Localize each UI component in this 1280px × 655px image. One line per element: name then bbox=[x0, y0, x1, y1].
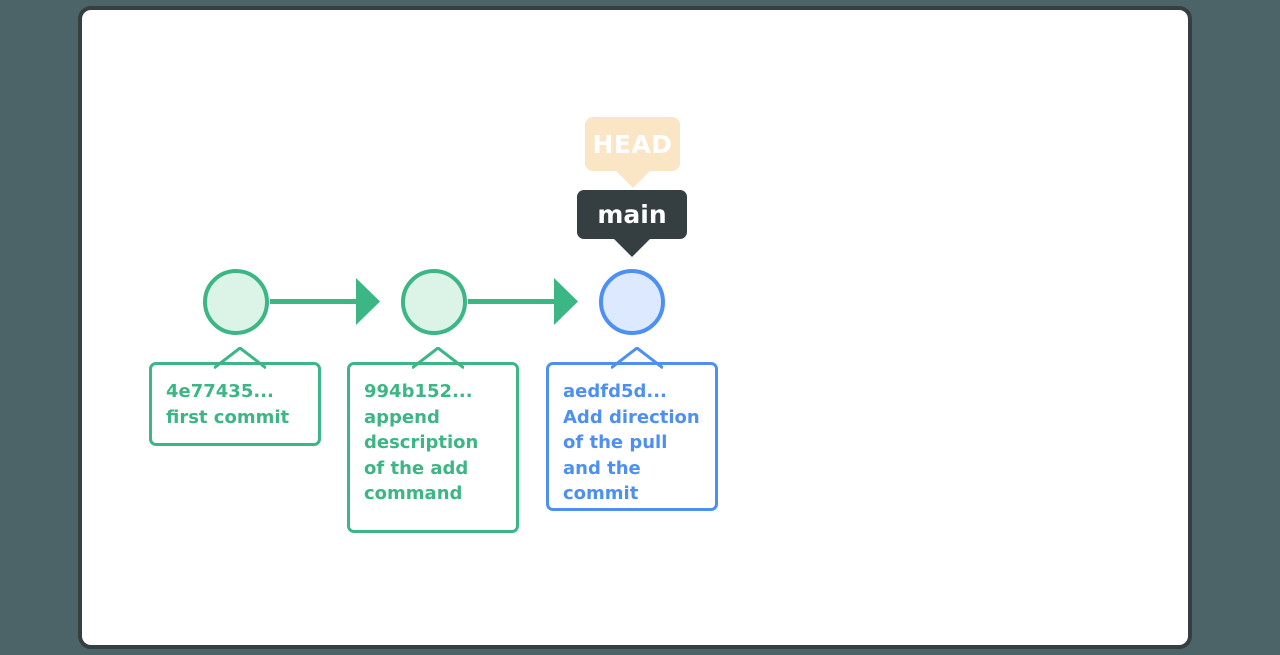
commit-hash-3: aedfd5d... bbox=[563, 381, 667, 402]
commit-callout-notch-3 bbox=[611, 347, 663, 369]
branch-pointer-tail bbox=[613, 238, 651, 257]
commit-callout-3[interactable]: aedfd5d... Add direction of the pull and… bbox=[546, 347, 718, 511]
commit-message-1: first commit bbox=[166, 406, 290, 428]
edge-commit2-to-commit3 bbox=[468, 278, 578, 325]
head-pointer-tail bbox=[614, 170, 651, 188]
edge-commit1-to-commit2 bbox=[270, 278, 380, 325]
head-pointer-label: HEAD bbox=[592, 129, 673, 159]
commit-message-3: Add direction of the pull and the commit bbox=[563, 406, 700, 505]
branch-pointer-label: main bbox=[597, 200, 667, 229]
commit-node-2[interactable] bbox=[401, 269, 467, 335]
branch-pointer-badge[interactable]: main bbox=[577, 190, 687, 257]
commit-hash-2: 994b152... bbox=[364, 381, 473, 402]
commit-callout-1[interactable]: 4e77435... first commit bbox=[149, 347, 321, 446]
commit-message-2: append description of the add command bbox=[364, 406, 479, 505]
commit-callout-notch-1 bbox=[214, 347, 266, 369]
commit-callout-2[interactable]: 994b152... append description of the add… bbox=[347, 347, 519, 533]
commit-callout-notch-2 bbox=[412, 347, 464, 369]
commit-hash-1: 4e77435... bbox=[166, 381, 274, 402]
commit-node-1[interactable] bbox=[203, 269, 269, 335]
head-pointer-badge[interactable]: HEAD bbox=[585, 117, 680, 188]
commit-node-3[interactable] bbox=[599, 269, 665, 335]
